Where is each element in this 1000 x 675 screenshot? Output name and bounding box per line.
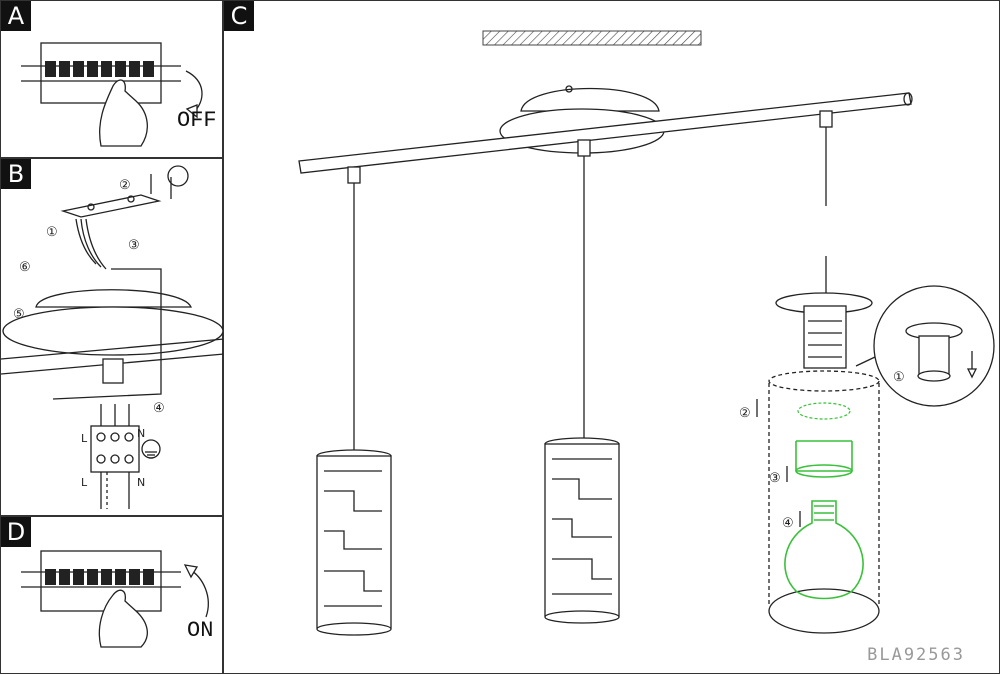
panel-a-label: A [1,1,31,31]
shade-cap-ring [797,402,851,420]
breaker-switch [101,61,112,77]
wire-label-l-bottom: L [81,476,88,489]
breaker-switch [129,569,140,585]
pendant-right [768,110,880,634]
canopy [1,289,224,384]
ceiling-hatch [482,30,702,46]
step-4-marker: ④ [153,401,165,416]
hand-icon [98,589,148,648]
breaker-on-illustration [21,550,209,648]
breaker-switch [73,569,84,585]
breaker-rail [21,42,181,104]
breaker-switch [45,569,56,585]
breaker-switch [129,61,140,77]
wire-bundle [75,218,107,270]
breaker-switch [73,61,84,77]
retaining-ring [795,440,853,472]
panel-d-label: D [1,517,31,547]
panel-b-label: B [1,159,31,189]
breaker-rail [21,550,181,612]
step-6-marker: ⑥ [19,260,31,275]
mounting-bracket [60,194,162,218]
breaker-switch [115,569,126,585]
ring-step-3-marker: ③ [769,471,781,486]
breaker-switch [115,61,126,77]
ceiling-mount-wiring-diagram: ① ② ③ ④ ⑤ ⑥ L N L N [1,165,224,509]
lamp-socket [803,305,847,369]
off-label: OFF [177,108,217,133]
breaker-switch [59,569,70,585]
detail-magnifier-icon [167,165,189,187]
breaker-switch [87,61,98,77]
pendant-assembly-diagram: ① ② ③ ④ [298,30,995,636]
detail-step-1-marker: ① [893,370,905,385]
step-2-marker: ② [119,178,131,193]
shade-step-2-marker: ② [739,406,751,421]
pendant-middle [544,139,620,624]
panel-b: B ① ② ③ [0,158,224,516]
ground-symbol-icon [141,439,161,459]
hand-icon [99,79,148,147]
wire-label-n-bottom: N [137,476,145,489]
wire-label-l-top: L [81,432,88,445]
breaker-switch [45,61,56,77]
pendant-left [316,166,392,636]
terminal-block [90,404,140,509]
panel-c: C [223,0,1000,674]
panel-a: A OFF [0,0,223,158]
model-code: BLA92563 [867,645,965,665]
bulb-step-4-marker: ④ [782,516,794,531]
light-bulb-icon [784,500,864,600]
breaker-off-illustration [21,42,203,147]
breaker-switch [143,61,154,77]
support-bar [298,92,913,174]
breaker-switch [143,569,154,585]
breaker-switch [87,569,98,585]
screw-icon [150,174,172,199]
panel-c-label: C [224,1,254,31]
wiring-guide-line [52,268,162,400]
step-5-marker: ⑤ [13,307,25,322]
wire-label-n-top: N [137,427,145,440]
on-label: ON [187,618,214,643]
socket-detail-callout [855,285,995,407]
breaker-switch [101,569,112,585]
step-3-marker: ③ [128,238,140,253]
panel-d: D ON [0,516,223,674]
step-1-marker: ① [46,225,58,240]
breaker-switch [59,61,70,77]
